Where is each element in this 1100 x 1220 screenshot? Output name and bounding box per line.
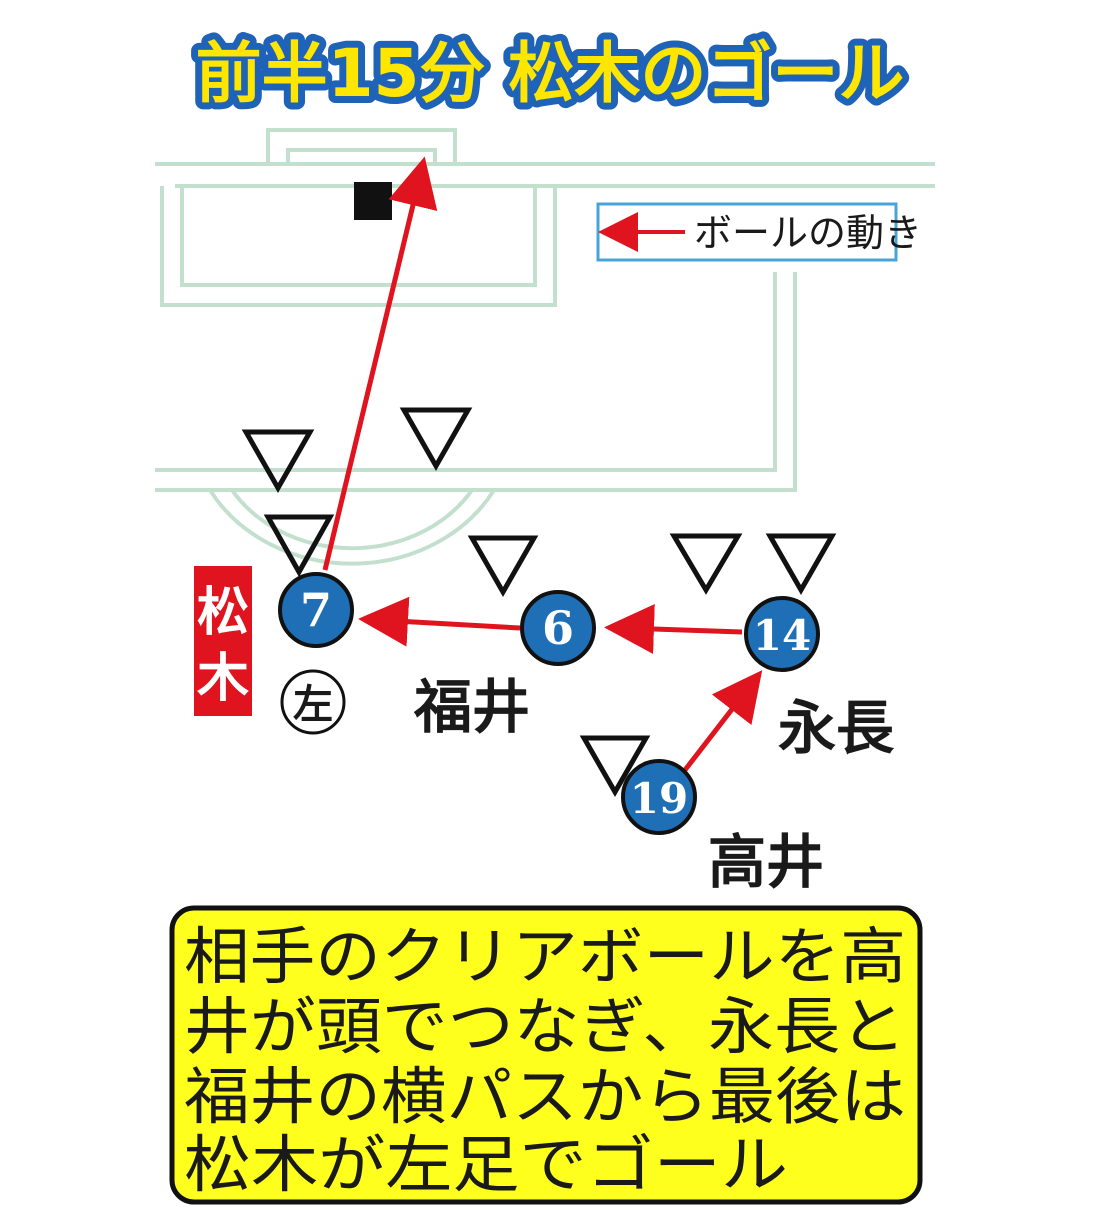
player-number: 14 bbox=[753, 611, 811, 660]
player-nagai: 14 永長 bbox=[744, 596, 895, 762]
defender-marker bbox=[765, 533, 837, 596]
player-name: 福井 bbox=[413, 673, 530, 741]
pass-arrow-takai-to-nagai bbox=[683, 670, 763, 772]
description: 相手のクリアボールを高 井が頭でつなぎ、永長と 福井の横パスから最後は 松木が左… bbox=[169, 905, 923, 1205]
defender-marker bbox=[467, 535, 539, 598]
player-marker bbox=[520, 590, 596, 666]
player-number: 19 bbox=[630, 774, 688, 823]
player-marker bbox=[744, 596, 820, 672]
foot-marker: 左 bbox=[280, 669, 346, 735]
goal bbox=[266, 128, 457, 164]
description-line: 福井の横パスから最後は bbox=[184, 1060, 906, 1133]
player-number: 6 bbox=[542, 601, 574, 655]
penalty-area bbox=[155, 272, 777, 472]
title-outline: 前半15分 松木のゴール bbox=[196, 35, 905, 112]
legend-box bbox=[596, 202, 898, 262]
defender-marker bbox=[263, 514, 335, 578]
description-line: 井が頭でつなぎ、永長と bbox=[184, 990, 906, 1063]
title: 前半15分 松木のゴール 前半15分 松木のゴール bbox=[189, 28, 912, 119]
description-line: 松木が左足でゴール bbox=[184, 1128, 788, 1201]
penalty-arc bbox=[230, 488, 474, 551]
player-number: 7 bbox=[300, 583, 332, 637]
team-badge-box bbox=[194, 566, 252, 716]
pitch bbox=[155, 128, 935, 566]
defender-marker bbox=[399, 407, 473, 472]
pass-arrow-fukui-to-matsuki bbox=[358, 596, 521, 647]
penalty-area-inner bbox=[155, 272, 797, 492]
description-box bbox=[169, 905, 923, 1205]
pass-arrow-shot bbox=[322, 156, 438, 571]
player-matsuki: 7 bbox=[278, 572, 354, 648]
goal-inner bbox=[286, 148, 437, 164]
goal-area bbox=[160, 186, 557, 307]
title-text: 前半15分 松木のゴール bbox=[196, 35, 905, 112]
penalty-arc-inner bbox=[208, 488, 496, 566]
player-fukui: 6 福井 bbox=[413, 590, 596, 741]
defender-marker bbox=[241, 429, 315, 494]
foot-marker-label: 左 bbox=[293, 682, 333, 728]
player-marker bbox=[278, 572, 354, 648]
player-marker bbox=[621, 759, 697, 835]
defenders bbox=[241, 407, 837, 798]
player-name: 高井 bbox=[708, 828, 824, 896]
team-badge-char-1: 松 bbox=[197, 583, 249, 643]
player-name: 永長 bbox=[778, 694, 895, 762]
team-badge-char-2: 木 bbox=[197, 649, 249, 709]
defender-marker bbox=[669, 533, 743, 595]
legend-label: ボールの動き bbox=[694, 211, 922, 255]
foot-marker-circle bbox=[280, 669, 346, 735]
ball-marker bbox=[354, 182, 392, 220]
team-badge: 松 木 bbox=[194, 566, 252, 716]
goal-area-inner bbox=[180, 186, 537, 287]
pass-arrows bbox=[322, 156, 763, 772]
player-takai: 19 高井 bbox=[621, 759, 824, 896]
pass-arrow-nagai-to-fukui bbox=[604, 604, 743, 655]
defender-marker bbox=[579, 735, 651, 798]
legend: ボールの動き bbox=[596, 202, 922, 262]
description-line: 相手のクリアボールを高 bbox=[184, 920, 906, 993]
